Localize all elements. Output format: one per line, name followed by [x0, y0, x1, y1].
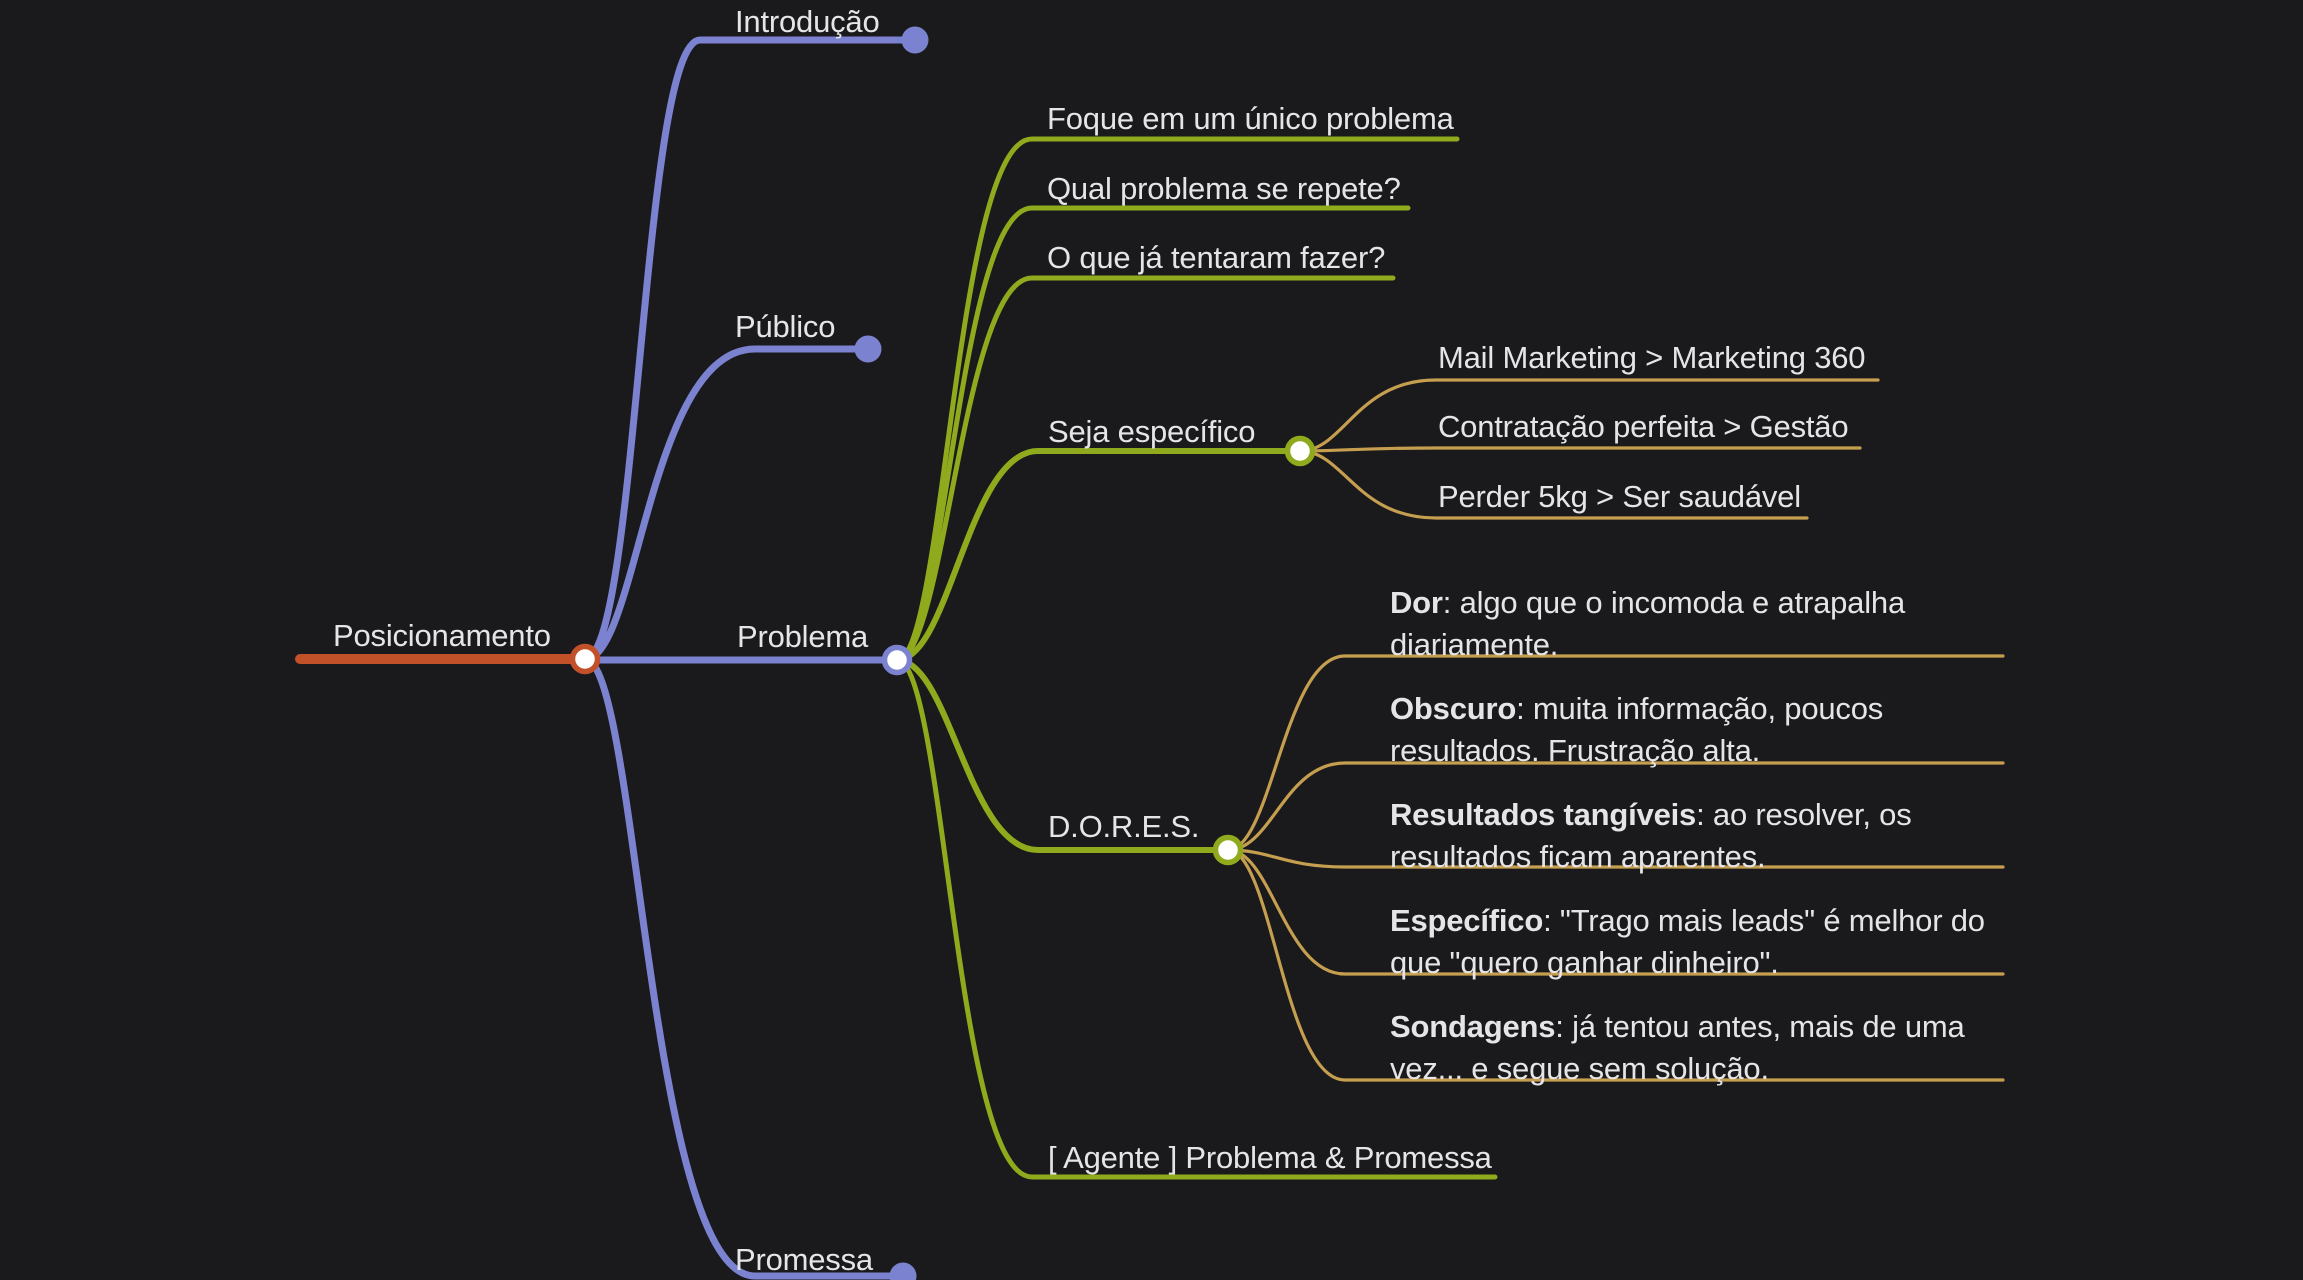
branch-line-dores — [894, 657, 1217, 853]
branch-line-sondagens — [1226, 848, 2005, 1082]
branch-line-dor — [1226, 654, 2005, 852]
node-label-perder-5kg[interactable]: Perder 5kg > Ser saudável — [1438, 479, 1801, 514]
node-label-agente[interactable]: [ Agente ] Problema & Promessa — [1048, 1140, 1492, 1175]
node-label-obscuro[interactable]: Obscuro: muita informação, poucos result… — [1390, 688, 2030, 772]
node-label-obscuro-term: Obscuro — [1390, 691, 1517, 726]
node-dot-promessa[interactable] — [889, 1262, 917, 1280]
branch-line-perder-5kg — [1298, 449, 1809, 520]
node-label-especifico[interactable]: Específico: "Trago mais leads" é melhor … — [1390, 900, 2030, 984]
node-label-dor-rest: : algo que o incomoda e atrapalha diaria… — [1390, 585, 1905, 662]
node-dot-introducao[interactable] — [901, 26, 929, 54]
branch-line-introducao — [581, 36, 919, 663]
branch-line-especifico — [1226, 848, 2005, 976]
branch-line-publico — [581, 345, 872, 663]
node-circle-seja-especifico[interactable] — [1284, 435, 1316, 467]
branch-line-agente — [894, 657, 1498, 1180]
node-label-resultados-tangiveis[interactable]: Resultados tangíveis: ao resolver, os re… — [1390, 794, 2030, 878]
node-circle-posicionamento[interactable] — [569, 643, 601, 675]
node-label-foque[interactable]: Foque em um único problema — [1047, 101, 1454, 136]
branch-line-seja-especifico — [894, 448, 1289, 663]
branch-line-mail-marketing — [1298, 378, 1880, 453]
node-label-promessa[interactable]: Promessa — [735, 1242, 873, 1277]
node-label-especifico-rest: : "Trago mais leads" é melhor do que "qu… — [1390, 903, 1985, 980]
node-label-seja-especifico[interactable]: Seja específico — [1048, 414, 1256, 449]
node-dot-publico[interactable] — [854, 335, 882, 363]
node-label-obscuro-rest: : muita informação, poucos resultados. F… — [1390, 691, 1884, 768]
node-label-dores[interactable]: D.O.R.E.S. — [1048, 809, 1200, 844]
node-label-introducao[interactable]: Introdução — [735, 4, 880, 39]
node-circle-dores[interactable] — [1212, 834, 1244, 866]
node-label-resultados-term: Resultados tangíveis — [1390, 797, 1697, 832]
node-label-o-que-ja-tentaram[interactable]: O que já tentaram fazer? — [1047, 240, 1386, 275]
node-label-sondagens[interactable]: Sondagens: já tentou antes, mais de uma … — [1390, 1006, 2030, 1090]
node-label-dor[interactable]: Dor: algo que o incomoda e atrapalha dia… — [1390, 582, 2030, 666]
branch-line-contratacao — [1298, 446, 1862, 453]
node-circle-problema[interactable] — [881, 644, 913, 676]
branch-line-promessa — [581, 655, 907, 1280]
node-label-dor-term: Dor — [1390, 585, 1443, 620]
node-label-publico[interactable]: Público — [735, 309, 836, 344]
node-label-posicionamento[interactable]: Posicionamento — [333, 618, 551, 653]
node-label-sondagens-term: Sondagens — [1390, 1009, 1556, 1044]
node-label-resultados-rest: : ao resolver, os resultados ficam apare… — [1390, 797, 1912, 874]
node-label-especifico-term: Específico — [1390, 903, 1544, 938]
branch-line-obscuro — [1226, 761, 2005, 852]
branch-line-o-que-ja-tentaram — [894, 275, 1396, 663]
node-label-qual-problema[interactable]: Qual problema se repete? — [1047, 171, 1401, 206]
node-label-sondagens-rest: : já tentou antes, mais de uma vez... e … — [1390, 1009, 1965, 1086]
node-label-contratacao[interactable]: Contratação perfeita > Gestão — [1438, 409, 1849, 444]
node-label-mail-marketing[interactable]: Mail Marketing > Marketing 360 — [1438, 340, 1866, 375]
node-label-problema[interactable]: Problema — [737, 619, 869, 654]
